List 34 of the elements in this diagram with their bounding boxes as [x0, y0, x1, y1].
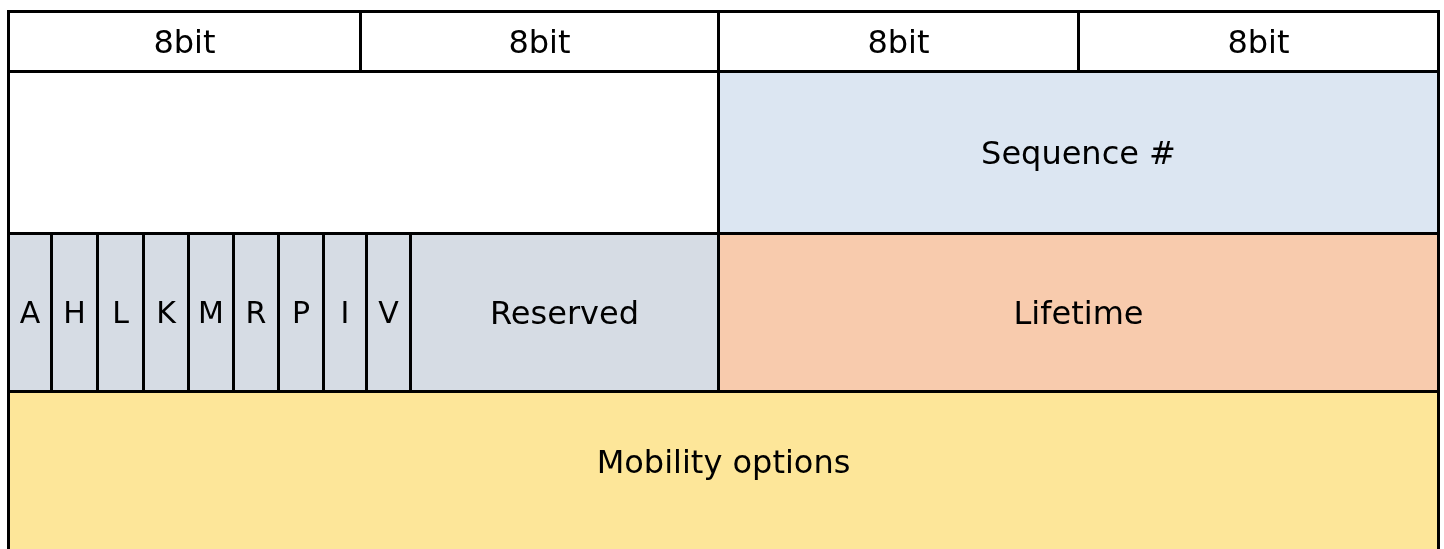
header-field — [7, 393, 1440, 549]
field-label: L — [112, 295, 129, 330]
field-label: Lifetime — [1013, 293, 1144, 332]
field-label: 8bit — [867, 22, 930, 61]
bit-width-header-cell — [1080, 10, 1440, 73]
field-label: Sequence # — [981, 133, 1176, 172]
field-label: I — [340, 295, 350, 330]
bit-width-header-cell — [362, 10, 720, 73]
flag-field — [99, 235, 145, 393]
flag-field — [7, 235, 53, 393]
bit-width-header-cell — [720, 10, 1080, 73]
field-label: Reserved — [490, 293, 639, 332]
bit-width-header-cell — [7, 10, 362, 73]
field-label: H — [63, 295, 86, 330]
flag-field — [235, 235, 280, 393]
flag-field — [280, 235, 325, 393]
header-field — [412, 235, 720, 393]
flag-field — [325, 235, 368, 393]
header-field — [720, 235, 1440, 393]
field-label: V — [378, 295, 399, 330]
field-label: 8bit — [508, 22, 571, 61]
flag-field — [368, 235, 412, 393]
flag-field — [145, 235, 190, 393]
field-label: 8bit — [153, 22, 216, 61]
header-field — [720, 73, 1440, 235]
field-label: R — [245, 295, 267, 330]
field-label: M — [198, 295, 224, 330]
flag-field — [190, 235, 235, 393]
field-label: P — [291, 295, 311, 330]
flag-field — [53, 235, 99, 393]
field-label: A — [19, 295, 41, 330]
field-label: K — [156, 295, 176, 330]
field-label: 8bit — [1227, 22, 1290, 61]
field-label: Mobility options — [596, 443, 851, 481]
